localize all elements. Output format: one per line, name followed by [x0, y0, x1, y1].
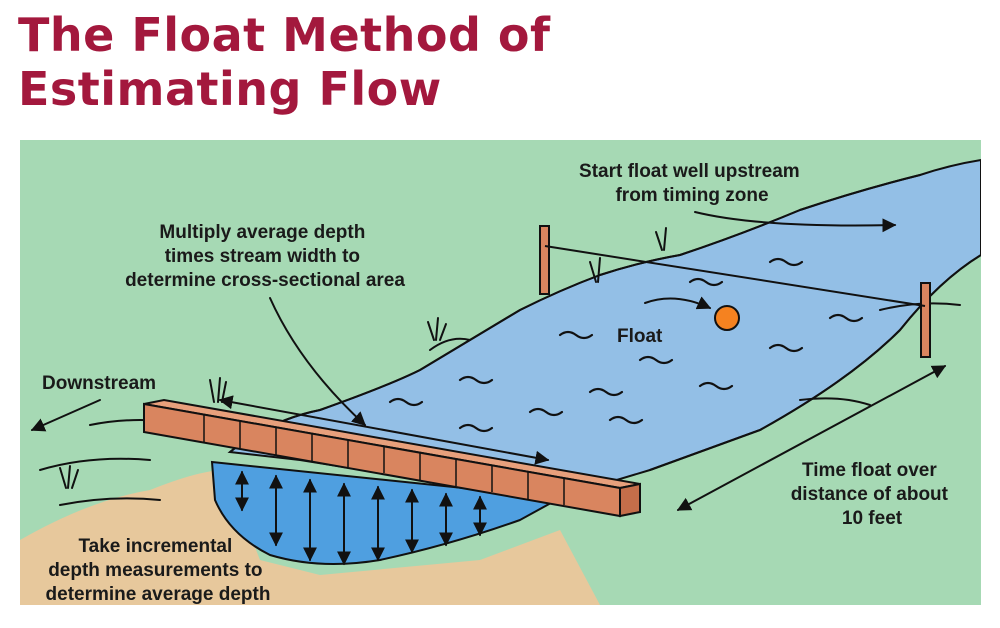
start-float-label: Start float well upstream from timing zo… [579, 161, 805, 206]
downstream-arrow [30, 399, 101, 432]
time-float-label-line-2: distance of about [791, 484, 949, 505]
timing-string [544, 245, 926, 307]
upstream-stake-right [920, 282, 931, 358]
distance-arrow [676, 365, 947, 511]
float-method-diagram: Start float well upstream from timing zo… [20, 140, 981, 605]
multiply-label-line-2: times stream width to [165, 246, 360, 267]
title-line-2: Estimating Flow [18, 62, 442, 116]
start-float-label-line-2: from timing zone [615, 185, 768, 206]
float-label: Float [617, 326, 663, 347]
page-title: The Float Method of Estimating Flow [18, 8, 551, 116]
start-float-label-line-1: Start float well upstream [579, 161, 800, 182]
upstream-stake-left [539, 225, 550, 295]
take-depth-label-line-2: depth measurements to [48, 560, 262, 581]
plank-width-arrow [218, 395, 550, 465]
take-depth-label-line-1: Take incremental [78, 536, 232, 557]
multiply-label-line-3: determine cross-sectional area [125, 270, 405, 291]
float-arrow [644, 296, 712, 310]
time-float-label: Time float over distance of about 10 fee… [791, 460, 954, 529]
take-depth-label-line-3: determine average depth [46, 584, 271, 605]
start-float-arrow [694, 211, 897, 233]
bank-texture-left [39, 337, 471, 506]
multiply-label: Multiply average depth times stream widt… [125, 222, 405, 291]
multiply-label-line-1: Multiply average depth [159, 222, 365, 243]
time-float-label-line-3: 10 feet [842, 508, 903, 529]
downstream-label: Downstream [42, 373, 156, 394]
soil-bank [20, 470, 600, 605]
take-depth-label: Take incremental depth measurements to d… [46, 536, 271, 605]
grass-tufts [59, 227, 667, 489]
time-float-label-line-1: Time float over [802, 460, 937, 481]
measuring-plank [143, 398, 641, 518]
float-object [714, 305, 740, 331]
depth-arrows [235, 470, 487, 566]
title-line-1: The Float Method of [18, 8, 551, 62]
